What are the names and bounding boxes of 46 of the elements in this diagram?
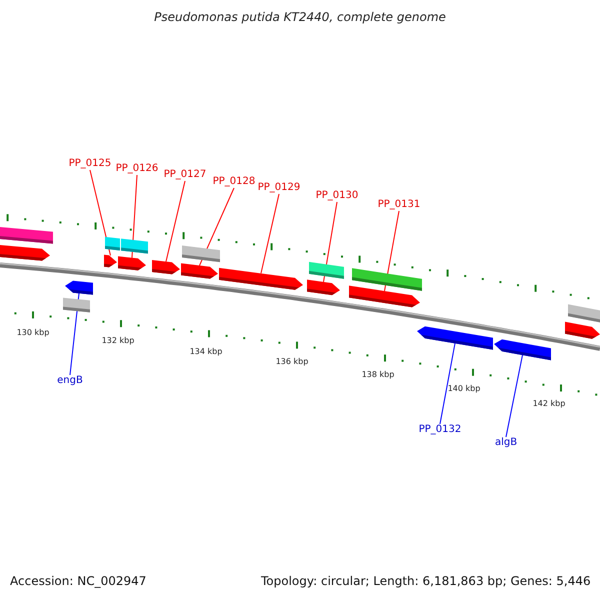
gene-feature <box>0 244 50 261</box>
gene-feature <box>181 263 218 279</box>
gene-label: engB <box>57 375 83 387</box>
gene-feature <box>65 280 93 295</box>
leader-line <box>260 194 280 274</box>
leader-line <box>199 188 234 266</box>
scale-label: 140 kbp <box>448 383 480 395</box>
gene-box <box>121 238 148 254</box>
gene-label: PP_0125 <box>68 158 112 170</box>
leader-line <box>166 180 186 262</box>
gene-label: algB <box>494 437 518 449</box>
gene-feature <box>307 280 340 296</box>
gene-label: PP_0131 <box>378 199 420 211</box>
gene-box <box>105 236 120 250</box>
gene-box <box>352 268 422 291</box>
gene-feature <box>152 260 180 274</box>
gene-feature <box>494 339 551 360</box>
gene-label: PP_0129 <box>258 182 300 194</box>
gene-label: PP_0130 <box>316 190 358 202</box>
scale-label: 142 kbp <box>532 398 566 410</box>
gene-label: PP_0126 <box>116 163 158 175</box>
gene-box <box>309 262 344 279</box>
footer-text: Topology: circular; Length: 6,181,863 bp; Genes: 5,446 <box>261 575 591 587</box>
gene-box <box>0 226 53 244</box>
footer-text: Accession: NC_002947 <box>10 575 146 587</box>
leader-line <box>90 170 111 256</box>
gene-box <box>63 298 90 312</box>
gene-feature <box>349 286 420 308</box>
scale-label: 136 kbp <box>276 356 308 368</box>
gene-label: PP_0128 <box>212 176 256 188</box>
gene-feature <box>104 254 117 268</box>
leader-line <box>70 292 80 376</box>
scale-label: 132 kbp <box>102 335 134 347</box>
scale-label: 134 kbp <box>190 346 222 358</box>
gene-box <box>568 304 600 324</box>
gene-feature <box>565 322 600 339</box>
gene-feature <box>417 326 493 350</box>
gene-label: PP_0132 <box>418 424 462 436</box>
scale-label: 138 kbp <box>362 369 394 381</box>
diagram-title: Pseudomonas putida KT2440, complete genome <box>154 11 446 23</box>
leader-line <box>440 342 456 424</box>
leader-line <box>323 202 338 282</box>
leader-line <box>506 354 523 438</box>
gene-box <box>182 246 220 262</box>
scale-label: 130 kbp <box>16 327 50 339</box>
gene-label: PP_0127 <box>164 169 206 181</box>
